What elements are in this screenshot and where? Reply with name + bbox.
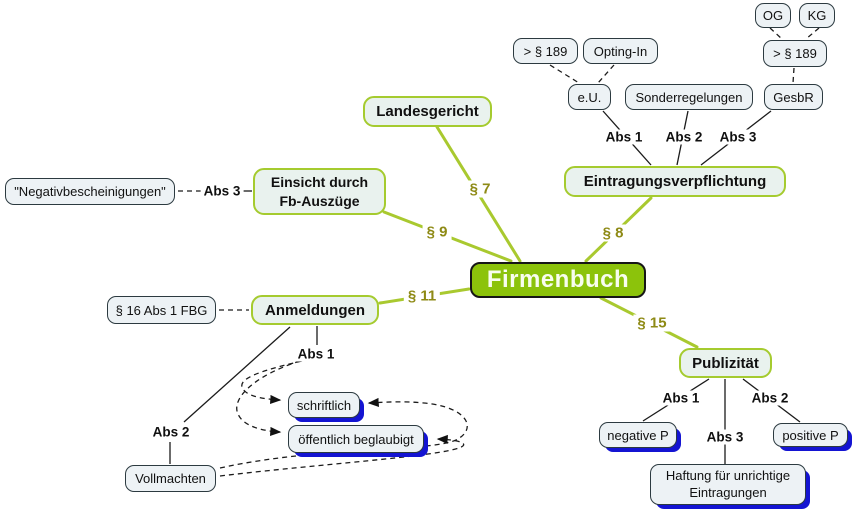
- node-anmeldungen[interactable]: Anmeldungen: [251, 295, 379, 325]
- edge-anmeldungen-abs2: [183, 326, 291, 423]
- node-negative-p[interactable]: negative P: [599, 422, 677, 448]
- node-opting-in[interactable]: Opting-In: [583, 38, 658, 64]
- link-label-abs1-publizitaet[interactable]: Abs 1: [659, 390, 703, 406]
- edge-vollmachten-oeffentlich: [219, 434, 465, 477]
- node-landesgericht[interactable]: Landesgericht: [363, 96, 492, 127]
- node-eu[interactable]: e.U.: [568, 84, 611, 110]
- node-kg[interactable]: KG: [799, 3, 835, 28]
- node-eintragungsverpflichtung[interactable]: Eintragungsverpflichtung: [564, 166, 786, 197]
- link-label-abs2-publizitaet[interactable]: Abs 2: [748, 390, 792, 406]
- link-label-paragraph-15[interactable]: § 15: [633, 314, 671, 332]
- node-publizitaet[interactable]: Publizität: [679, 348, 772, 378]
- edge-abs1-schriftlich: [241, 360, 303, 405]
- edge-vollmachten-schriftlich: [219, 397, 468, 469]
- edge-og-189: [769, 27, 783, 40]
- edge-189-gesbr: [792, 67, 795, 84]
- node-oeffentlich-beglaubigt[interactable]: öffentlich beglaubigt: [288, 425, 424, 453]
- node-einsicht-durch-fb-auszuege[interactable]: Einsicht durch Fb-Auszüge: [253, 168, 386, 215]
- link-label-abs1-anmeldungen[interactable]: Abs 1: [294, 346, 338, 362]
- edge-optingin-eu: [597, 64, 615, 84]
- link-label-abs3-publizitaet[interactable]: Abs 3: [703, 429, 747, 445]
- node-haftung-unrichtige-eintragungen[interactable]: Haftung für unrichtige Eintragungen: [650, 464, 806, 505]
- link-label-abs3-eintragung[interactable]: Abs 3: [716, 129, 760, 145]
- node-positive-p[interactable]: positive P: [773, 423, 848, 447]
- node-paragraph-189-left[interactable]: > § 189: [513, 38, 578, 64]
- link-label-abs2-eintragung[interactable]: Abs 2: [662, 129, 706, 145]
- link-label-paragraph-11[interactable]: § 11: [403, 287, 441, 305]
- node-firmenbuch[interactable]: Firmenbuch: [470, 262, 646, 298]
- node-vollmachten[interactable]: Vollmachten: [125, 465, 216, 492]
- edge-abs1-oeffentlich: [236, 360, 301, 436]
- node-negativbescheinigungen[interactable]: "Negativbescheinigungen": [5, 178, 175, 205]
- link-label-abs1-eintragung[interactable]: Abs 1: [602, 129, 646, 145]
- node-paragraph-189-right[interactable]: > § 189: [763, 40, 827, 67]
- edge-kg-189: [805, 27, 820, 40]
- node-schriftlich[interactable]: schriftlich: [288, 392, 360, 418]
- link-label-abs3-einsicht[interactable]: Abs 3: [200, 183, 244, 199]
- link-label-paragraph-7[interactable]: § 7: [465, 180, 495, 198]
- link-label-paragraph-9[interactable]: § 9: [422, 223, 452, 241]
- node-sonderregelungen[interactable]: Sonderregelungen: [625, 84, 753, 110]
- link-label-paragraph-8[interactable]: § 8: [598, 224, 628, 242]
- node-16-abs1-fbg[interactable]: § 16 Abs 1 FBG: [107, 296, 216, 324]
- link-label-abs2-anmeldungen[interactable]: Abs 2: [149, 424, 193, 440]
- node-og[interactable]: OG: [755, 3, 791, 28]
- node-gesbr[interactable]: GesbR: [764, 84, 823, 110]
- edge-189-eu: [549, 64, 580, 84]
